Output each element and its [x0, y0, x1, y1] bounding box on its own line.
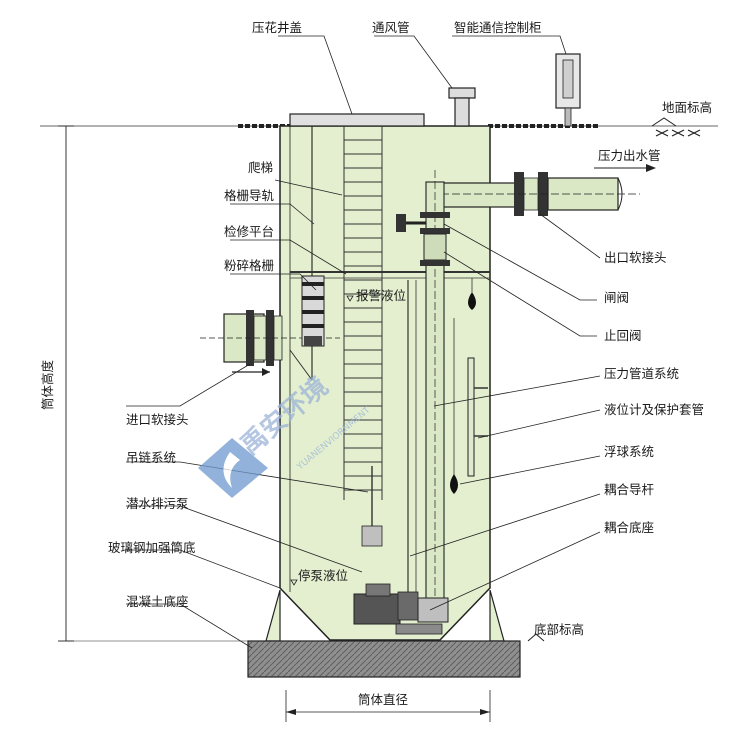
label-vent-pipe: 通风管 — [372, 20, 410, 35]
label-ground-level: 地面标高 — [662, 100, 712, 115]
discharge-riser — [396, 170, 450, 620]
label-stop-level: 停泵液位 — [298, 568, 348, 583]
manhole-cover — [289, 113, 425, 127]
label-outlet-flex-joint: 出口软接头 — [604, 250, 667, 265]
label-crushing-grille: 粉碎格栅 — [224, 258, 274, 273]
leader-lines — [126, 35, 601, 649]
label-gate-valve: 闸阀 — [604, 290, 629, 305]
vent-pipe — [448, 87, 476, 127]
ground-level-symbol — [651, 117, 701, 137]
label-inlet-flex-joint: 进口软接头 — [126, 412, 189, 427]
control-cabinet — [555, 53, 581, 127]
label-grille-rail: 格栅导轨 — [224, 188, 275, 203]
barrel-diameter-dimension — [285, 690, 491, 722]
alarm-level-marker — [346, 295, 354, 302]
crushing-grille — [289, 275, 325, 381]
label-alarm-level: 报警液位 — [356, 288, 406, 303]
label-service-platform: 检修平台 — [224, 224, 274, 239]
hoist-chain — [361, 466, 383, 547]
label-pressure-outlet: 压力出水管 — [598, 148, 661, 163]
submersible-pump — [353, 583, 419, 625]
label-hoist-chain: 吊链系统 — [126, 450, 176, 465]
label-pressure-piping: 压力管道系统 — [604, 366, 679, 381]
labels: 压花井盖 通风管 智能通信控制柜 地面标高 压力出水管 爬梯 格栅导轨 检修平台… — [40, 20, 712, 707]
label-control-cabinet: 智能通信控制柜 — [454, 20, 542, 35]
outlet-pipe — [430, 164, 656, 216]
barrel-height-dimension — [58, 125, 250, 642]
bottom-level-symbol — [527, 633, 545, 642]
label-frp-bottom: 玻璃钢加强筒底 — [108, 540, 196, 555]
label-submersible-pump: 潜水排污泵 — [126, 496, 189, 511]
label-bottom-level: 底部标高 — [534, 622, 584, 637]
label-check-valve: 止回阀 — [604, 328, 642, 343]
label-coupling-base: 耦合底座 — [604, 520, 654, 535]
label-concrete-base: 混凝土底座 — [126, 594, 189, 609]
ladder — [343, 126, 383, 500]
float-switches — [450, 278, 476, 494]
label-coupling-rail: 耦合导杆 — [604, 482, 655, 497]
label-barrel-diameter: 筒体直径 — [358, 692, 408, 707]
concrete-base — [247, 640, 521, 678]
label-manhole-cover: 压花井盖 — [252, 20, 302, 35]
inlet-pipe — [200, 310, 340, 376]
stop-level-marker — [290, 579, 298, 586]
coupling-base — [395, 597, 449, 635]
label-float-system: 浮球系统 — [604, 444, 654, 459]
label-level-gauge: 液位计及保护套管 — [604, 402, 704, 417]
label-barrel-height: 筒体高度 — [40, 359, 55, 410]
label-ladder: 爬梯 — [248, 160, 273, 175]
